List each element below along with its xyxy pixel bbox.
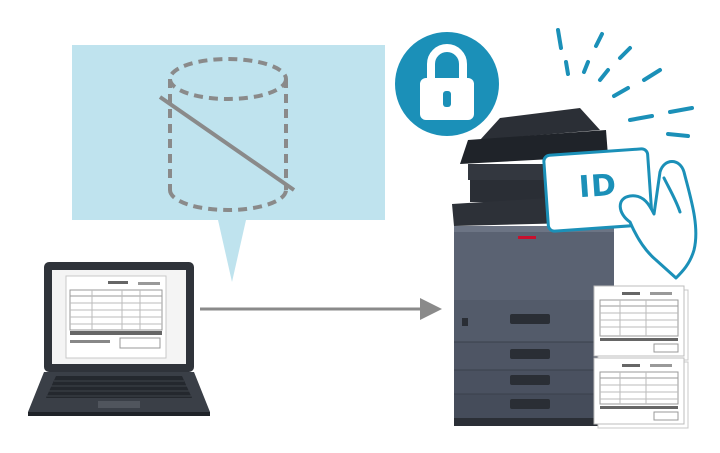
id-card-label: ID [577, 167, 619, 206]
strike-line [158, 95, 296, 192]
signal-dashes [556, 28, 694, 138]
laptop-icon [28, 262, 210, 416]
database-crossed-icon [168, 57, 288, 212]
printed-documents [593, 285, 689, 429]
arrow [200, 298, 442, 320]
padlock-icon [395, 32, 499, 136]
storage-bubble [72, 45, 385, 282]
printer-mfp-icon [452, 108, 614, 426]
hand-icon [618, 160, 698, 280]
